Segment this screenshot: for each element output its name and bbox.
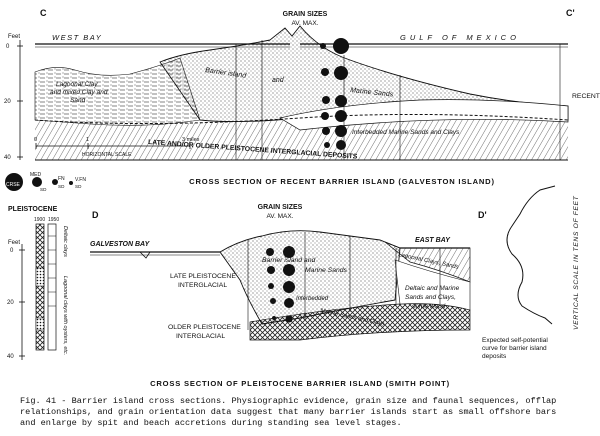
upper-grain-sizes-label: GRAIN SIZES (283, 11, 328, 18)
lower-section-title: CROSS SECTION OF PLEISTOCENE BARRIER ISL… (150, 379, 450, 388)
vertical-scale-label: VERTICAL SCALE IN TENS OF FEET (573, 195, 580, 330)
lower-marine-sands-label: Marine Sands (305, 267, 348, 274)
lower-galveston-bay-label: GALVESTON BAY (90, 241, 151, 248)
svg-text:0: 0 (34, 137, 37, 143)
upper-section-title: CROSS SECTION OF RECENT BARRIER ISLAND (… (189, 177, 495, 186)
lower-lagoonal-clays-wedge (384, 241, 471, 283)
lower-interbedded-label: Interbedded (296, 296, 329, 302)
caption-line-1: Fig. 41 - Barrier island cross sections.… (20, 396, 557, 406)
upper-interbedded-label: Interbedded Marine Sands and Clays (352, 129, 460, 136)
lower-left-letter: D (92, 210, 99, 220)
svg-text:40: 40 (7, 354, 14, 360)
upper-depth-tick-20: 20 (4, 99, 11, 105)
lower-deltaic-label-2: Sands and Clays, (405, 294, 456, 301)
upper-left-letter: C (40, 8, 47, 18)
lower-older-pleistocene-label-1: OLDER PLEISTOCENE (168, 324, 241, 331)
svg-text:3 miles: 3 miles (182, 137, 200, 143)
legend-lagoonal-label: Lagoonal clays with oysters, etc. (62, 276, 68, 355)
upper-recent-label: RECENT (572, 93, 600, 100)
lower-deltaic-label-1: Deltaic and Marine (405, 285, 460, 292)
upper-grain-size-circles (320, 38, 349, 150)
upper-lagoonal-clay-unit (34, 57, 201, 126)
upper-cross-section: C C' GRAIN SIZES AV. MAX. Feet 0 20 40 W… (4, 8, 600, 186)
upper-interbedded-lens (279, 99, 569, 131)
lower-av-max-label: AV. MAX. (266, 213, 293, 220)
svg-text:0: 0 (10, 248, 14, 254)
lower-cross-section: D D' GRAIN SIZES AV. MAX. GALVESTON BAY … (90, 204, 548, 388)
caption-line-2: relationships, and grain orientation dat… (20, 407, 557, 417)
pleistocene-column: PLEISTOCENE Feet 0 20 40 1900 1950 Delta… (7, 206, 68, 360)
svg-text:SD: SD (75, 184, 82, 189)
upper-av-max-label: AV. MAX. (291, 20, 318, 27)
legend-coarse-label: CRSE (6, 182, 21, 188)
lower-grain-size-circles (266, 246, 295, 323)
svg-text:20: 20 (7, 300, 14, 306)
upper-right-letter: C' (566, 8, 575, 18)
figure-caption: Fig. 41 - Barrier island cross sections.… (20, 396, 590, 429)
upper-pleistocene-deposits (35, 114, 568, 160)
lower-east-bay-label: EAST BAY (415, 237, 451, 244)
svg-text:1: 1 (86, 137, 89, 143)
lower-barrier-island-label: Barrier island and (262, 257, 315, 264)
upper-horizontal-scale: 0 1 3 miles HORIZONTAL SCALE (34, 137, 200, 158)
lower-deltaic-label-3: some wood (412, 303, 446, 310)
legend-med-label: MED (30, 172, 42, 178)
caption-line-3: and enlarge by spit and beach accretions… (20, 418, 402, 428)
lower-barrier-sand-body (219, 230, 401, 325)
legend-feet-label: Feet (8, 240, 20, 246)
lower-expected-label-3: deposits (482, 353, 507, 360)
lower-older-pleistocene-label-2: INTERGLACIAL (176, 333, 225, 340)
upper-depth-tick-40: 40 (4, 155, 11, 161)
lower-grain-sizes-label: GRAIN SIZES (258, 204, 303, 211)
upper-marine-sands-label: Marine Sands (350, 87, 394, 99)
upper-gulf-label: GULF OF MEXICO (400, 33, 520, 42)
upper-and-label: and (272, 77, 285, 84)
svg-text:SD: SD (40, 187, 47, 192)
svg-text:HORIZONTAL SCALE: HORIZONTAL SCALE (82, 152, 132, 158)
svg-text:1950: 1950 (48, 217, 59, 223)
upper-west-bay-label: WEST BAY (52, 33, 102, 42)
legend-fn-label: FN (58, 176, 65, 182)
lower-deltaic-unit (394, 259, 471, 311)
legend-deltaic-label: Deltaic clays (62, 226, 68, 257)
upper-lagoonal-label-1: Lagoonal Clay (56, 81, 98, 88)
upper-feet-label: Feet (8, 34, 20, 40)
svg-text:1900: 1900 (34, 217, 45, 223)
svg-text:SD: SD (58, 184, 65, 189)
upper-lagoonal-label-3: Sand (70, 97, 86, 104)
upper-lagoonal-label-2: and mixed Clay and (50, 89, 108, 96)
lower-right-letter: D' (478, 210, 487, 220)
legend-pleistocene-label: PLEISTOCENE (8, 206, 58, 213)
upper-depth-tick-0: 0 (6, 44, 10, 50)
lower-expected-label-2: curve for barrier island (482, 345, 547, 352)
lower-late-pleistocene-label-2: INTERGLACIAL (178, 282, 227, 289)
legend-vfn-label: V.FN (75, 177, 86, 183)
grain-size-legend: CRSE MED FN V.FN SD SD SD (5, 172, 86, 192)
self-potential-curve: VERTICAL SCALE IN TENS OF FEET (506, 185, 580, 330)
lower-late-pleistocene-label-1: LATE PLEISTOCENE (170, 273, 236, 280)
lower-expected-label-1: Expected self-potential (482, 337, 548, 344)
